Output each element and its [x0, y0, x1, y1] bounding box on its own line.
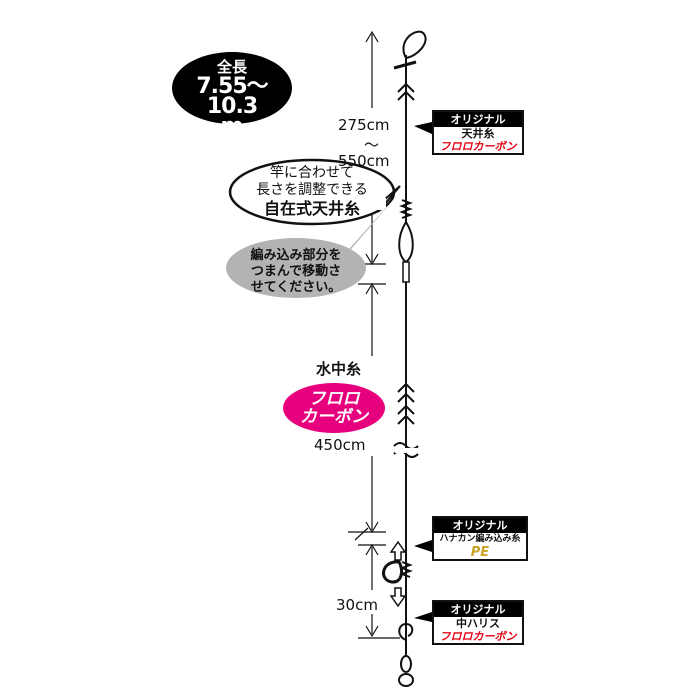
down-arrow-icon — [389, 587, 407, 608]
bubble2-line1: 編み込み部分を — [250, 248, 342, 263]
total-length-badge: 全長 7.55〜10.3 m — [172, 52, 292, 138]
tag-middle-leader: オリジナル 中ハリス フロロカーボン — [432, 600, 524, 645]
bubble1-text: 竿に合わせて 長さを調整できる 自在式天井糸 — [232, 165, 392, 217]
bubble2-line3: せてください。 — [250, 280, 342, 295]
upper-tilde: 〜 — [364, 136, 380, 154]
coil-icon — [399, 199, 413, 219]
tag3-head: オリジナル — [434, 602, 522, 617]
bubble2-text: 編み込み部分を つまんで移動さ せてください。 — [234, 248, 358, 296]
braid-icon — [398, 220, 414, 264]
top-loop-icon — [402, 30, 427, 60]
dimension-middle — [348, 282, 386, 541]
bubble1-line1: 竿に合わせて — [270, 165, 354, 181]
tag2-accent: PE — [470, 545, 490, 560]
fluoro-line1: フロロ — [308, 389, 360, 409]
bubble2-pointer — [340, 192, 400, 262]
upper-min-length: 275cm — [338, 116, 390, 134]
middle-title: 水中糸 — [316, 360, 362, 378]
up-arrow-icon — [389, 540, 407, 561]
dimension-lower — [358, 543, 400, 639]
tag1-line2: 天井糸 — [461, 127, 495, 140]
bubble2-shape — [226, 238, 366, 298]
swivel-icon — [400, 655, 412, 673]
braid-tube-icon — [402, 261, 410, 283]
bubble1-line2: 長さを調整できる — [256, 182, 368, 198]
bubble2-line2: つまんで移動さ — [250, 264, 342, 279]
tag2-head: オリジナル — [434, 518, 526, 533]
nose-ring-icon — [382, 560, 404, 584]
tag1-head: オリジナル — [434, 112, 522, 127]
total-length-label: 全長 — [216, 58, 247, 76]
upper-chevrons-icon — [397, 82, 415, 101]
tag3-red: フロロカーボン — [439, 630, 517, 643]
tag3-line2: 中ハリス — [456, 617, 500, 630]
total-length-value: 7.55〜10.3 — [196, 74, 268, 119]
tag2-line2: ハナカン編み込み糸 — [439, 534, 521, 544]
dimension-upper — [358, 30, 386, 266]
hook-icon — [398, 622, 414, 641]
fluorocarbon-badge: フロロ カーボン — [283, 383, 385, 433]
upper-max-length: 550cm — [338, 152, 390, 170]
tag1-red: フロロカーボン — [439, 140, 517, 153]
middle-length: 450cm — [314, 436, 366, 454]
top-knot-icon — [393, 60, 417, 70]
tag-nose-ring-line: オリジナル ハナカン編み込み糸 PE — [432, 516, 528, 561]
bubble1-bold: 自在式天井糸 — [263, 199, 360, 218]
tag-ceiling-line: オリジナル 天井糸 フロロカーボン — [432, 110, 524, 155]
lower-coil-icon — [399, 561, 413, 578]
lower-length: 30cm — [336, 596, 378, 614]
lower-chevrons-icon — [397, 382, 415, 425]
fluoro-line2: カーボン — [300, 407, 368, 427]
total-length-unit: m — [220, 114, 244, 139]
